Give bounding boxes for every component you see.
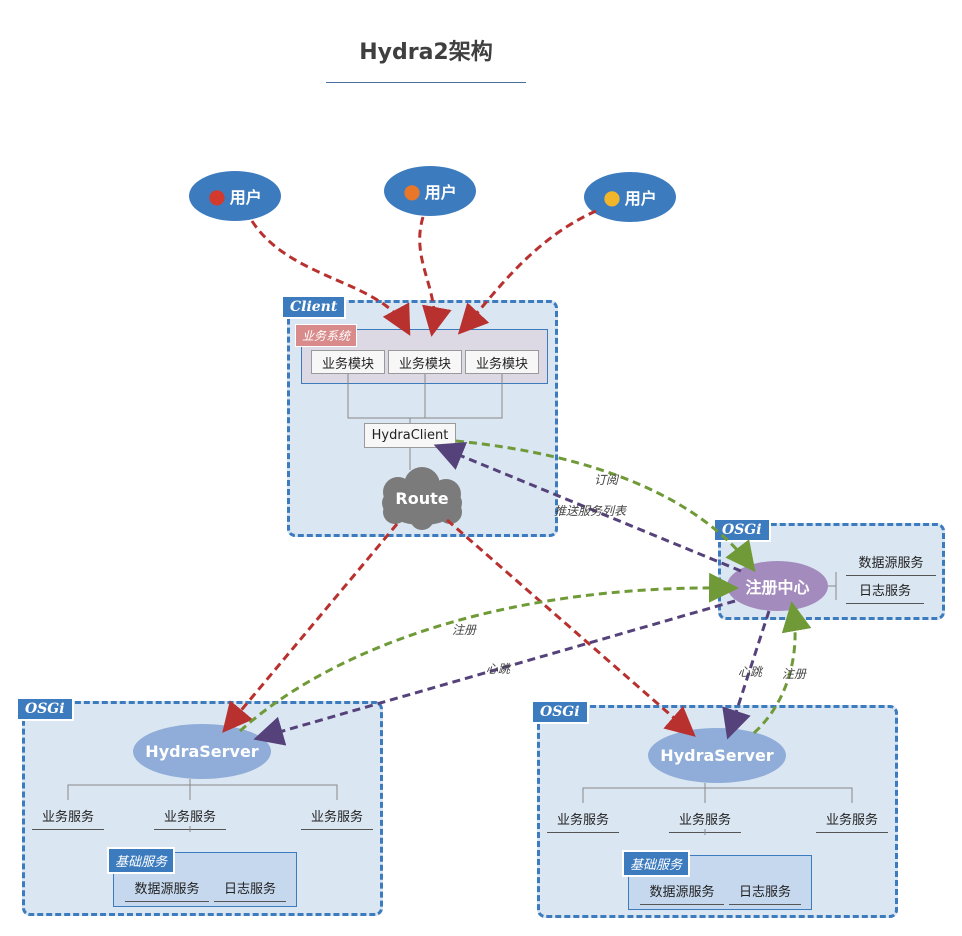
registry-center-label: 注册中心 [745, 578, 810, 597]
label-heartbeat-left: 心跳 [486, 662, 511, 676]
registry-tag: OSGi [713, 518, 771, 542]
label-push-list: 推送服务列表 [554, 504, 627, 518]
right-business-service-1: 业务服务 [547, 809, 619, 833]
user-label-1: 用户 [229, 188, 262, 207]
title-underline [326, 82, 526, 83]
right-business-service-2: 业务服务 [669, 809, 741, 833]
registry-center[interactable]: 注册中心 [727, 561, 828, 611]
label-subscribe: 订阅 [594, 473, 619, 487]
business-module-1[interactable]: 业务模块 [311, 350, 385, 374]
server-left-tag: OSGi [16, 697, 74, 721]
label-heartbeat-right: 心跳 [738, 665, 763, 679]
hydra-server-right[interactable]: HydraServer [648, 728, 786, 783]
business-module-2[interactable]: 业务模块 [388, 350, 462, 374]
left-base-datasource: 数据源服务 [125, 878, 209, 902]
user-label-2: 用户 [424, 183, 457, 202]
label-register-left: 注册 [452, 623, 477, 637]
left-business-service-2: 业务服务 [154, 806, 226, 830]
business-module-3[interactable]: 业务模块 [465, 350, 539, 374]
user-label-3: 用户 [624, 189, 657, 208]
left-base-services-tag: 基础服务 [107, 847, 176, 874]
hydra-server-left[interactable]: HydraServer [133, 724, 271, 779]
right-base-services-tag: 基础服务 [622, 850, 691, 877]
label-register-right: 注册 [782, 667, 807, 681]
right-base-datasource: 数据源服务 [640, 881, 724, 905]
left-base-log: 日志服务 [214, 878, 286, 902]
user-node-3[interactable]: ● 用户 [584, 172, 676, 222]
right-base-log: 日志服务 [729, 881, 801, 905]
user-orange-icon: ● [403, 179, 421, 203]
route-label: Route [395, 489, 449, 508]
user-node-1[interactable]: ● 用户 [189, 171, 281, 221]
business-system-tag: 业务系统 [295, 324, 358, 347]
client-tag: Client [281, 295, 347, 319]
user-node-2[interactable]: ● 用户 [384, 166, 476, 216]
hydra-server-left-label: HydraServer [145, 742, 259, 761]
left-business-service-1: 业务服务 [32, 806, 104, 830]
hydra-server-right-label: HydraServer [660, 746, 774, 765]
user-yellow-icon: ● [603, 185, 621, 209]
hydra-client-box[interactable]: HydraClient [364, 423, 456, 448]
registry-service-log: 日志服务 [846, 580, 924, 604]
diagram-title: Hydra2架构 [359, 40, 493, 65]
server-right-tag: OSGi [531, 700, 589, 724]
registry-service-datasource: 数据源服务 [846, 552, 936, 576]
user-red-icon: ● [208, 184, 226, 208]
left-business-service-3: 业务服务 [301, 806, 373, 830]
right-business-service-3: 业务服务 [816, 809, 888, 833]
